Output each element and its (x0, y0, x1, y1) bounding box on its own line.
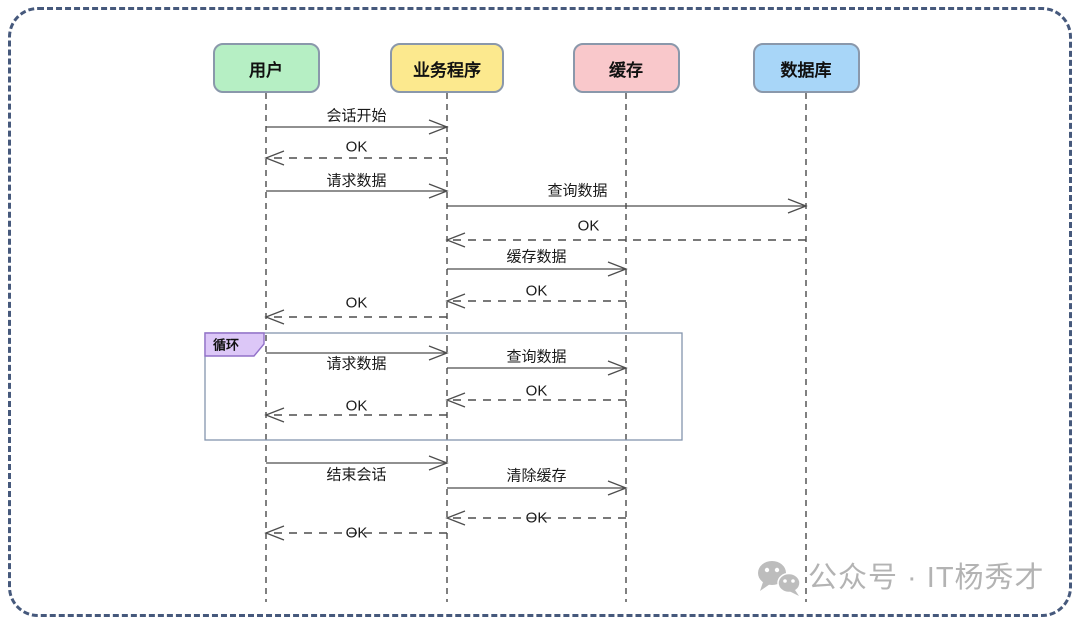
actor-label-user: 用户 (249, 60, 283, 80)
arrowhead-6 (445, 293, 466, 309)
message-label-11: OK (345, 397, 368, 415)
message-label-5: 缓存数据 (506, 248, 567, 266)
arrowhead-15 (264, 525, 285, 541)
arrowhead-0 (428, 119, 449, 135)
arrowhead-12 (428, 455, 449, 471)
actor-label-cache: 缓存 (609, 60, 643, 80)
message-label-2: 请求数据 (326, 172, 387, 190)
message-label-8: 请求数据 (326, 355, 387, 373)
arrowhead-4 (445, 232, 466, 248)
message-label-4: OK (577, 217, 600, 235)
actor-user: 用户 (212, 43, 320, 93)
watermark-text: 公众号 · IT杨秀才 (808, 561, 1045, 594)
arrowhead-3 (787, 198, 808, 214)
arrowhead-7 (264, 309, 285, 325)
arrowhead-5 (607, 261, 628, 277)
loop-label: 循环 (213, 337, 240, 352)
arrowhead-13 (607, 480, 628, 496)
arrowhead-2 (428, 183, 449, 199)
message-label-1: OK (345, 138, 368, 156)
message-label-0: 会话开始 (326, 107, 387, 125)
message-label-14: OK (525, 509, 548, 527)
message-label-7: OK (345, 294, 368, 312)
loop-label-pentagon (204, 332, 265, 357)
actor-db: 数据库 (752, 43, 860, 93)
message-label-10: OK (525, 382, 548, 400)
arrowhead-1 (264, 150, 285, 166)
loop-fragment-box (204, 332, 683, 441)
message-label-3: 查询数据 (547, 182, 608, 200)
arrowhead-14 (445, 510, 466, 526)
actor-app: 业务程序 (390, 43, 504, 93)
watermark: 公众号 · IT杨秀才 (756, 558, 1045, 598)
wechat-icon (758, 561, 801, 596)
arrowhead-9 (607, 360, 628, 376)
arrowhead-10 (445, 392, 466, 408)
message-label-12: 结束会话 (326, 466, 387, 484)
message-label-15: OK (345, 524, 368, 542)
message-label-9: 查询数据 (506, 348, 567, 366)
actor-cache: 缓存 (572, 43, 680, 93)
actor-label-app: 业务程序 (413, 60, 481, 80)
actor-label-db: 数据库 (780, 60, 832, 80)
message-label-13: 清除缓存 (506, 467, 567, 485)
arrowhead-8 (428, 345, 449, 361)
message-label-6: OK (525, 282, 548, 300)
arrowhead-11 (264, 407, 285, 423)
